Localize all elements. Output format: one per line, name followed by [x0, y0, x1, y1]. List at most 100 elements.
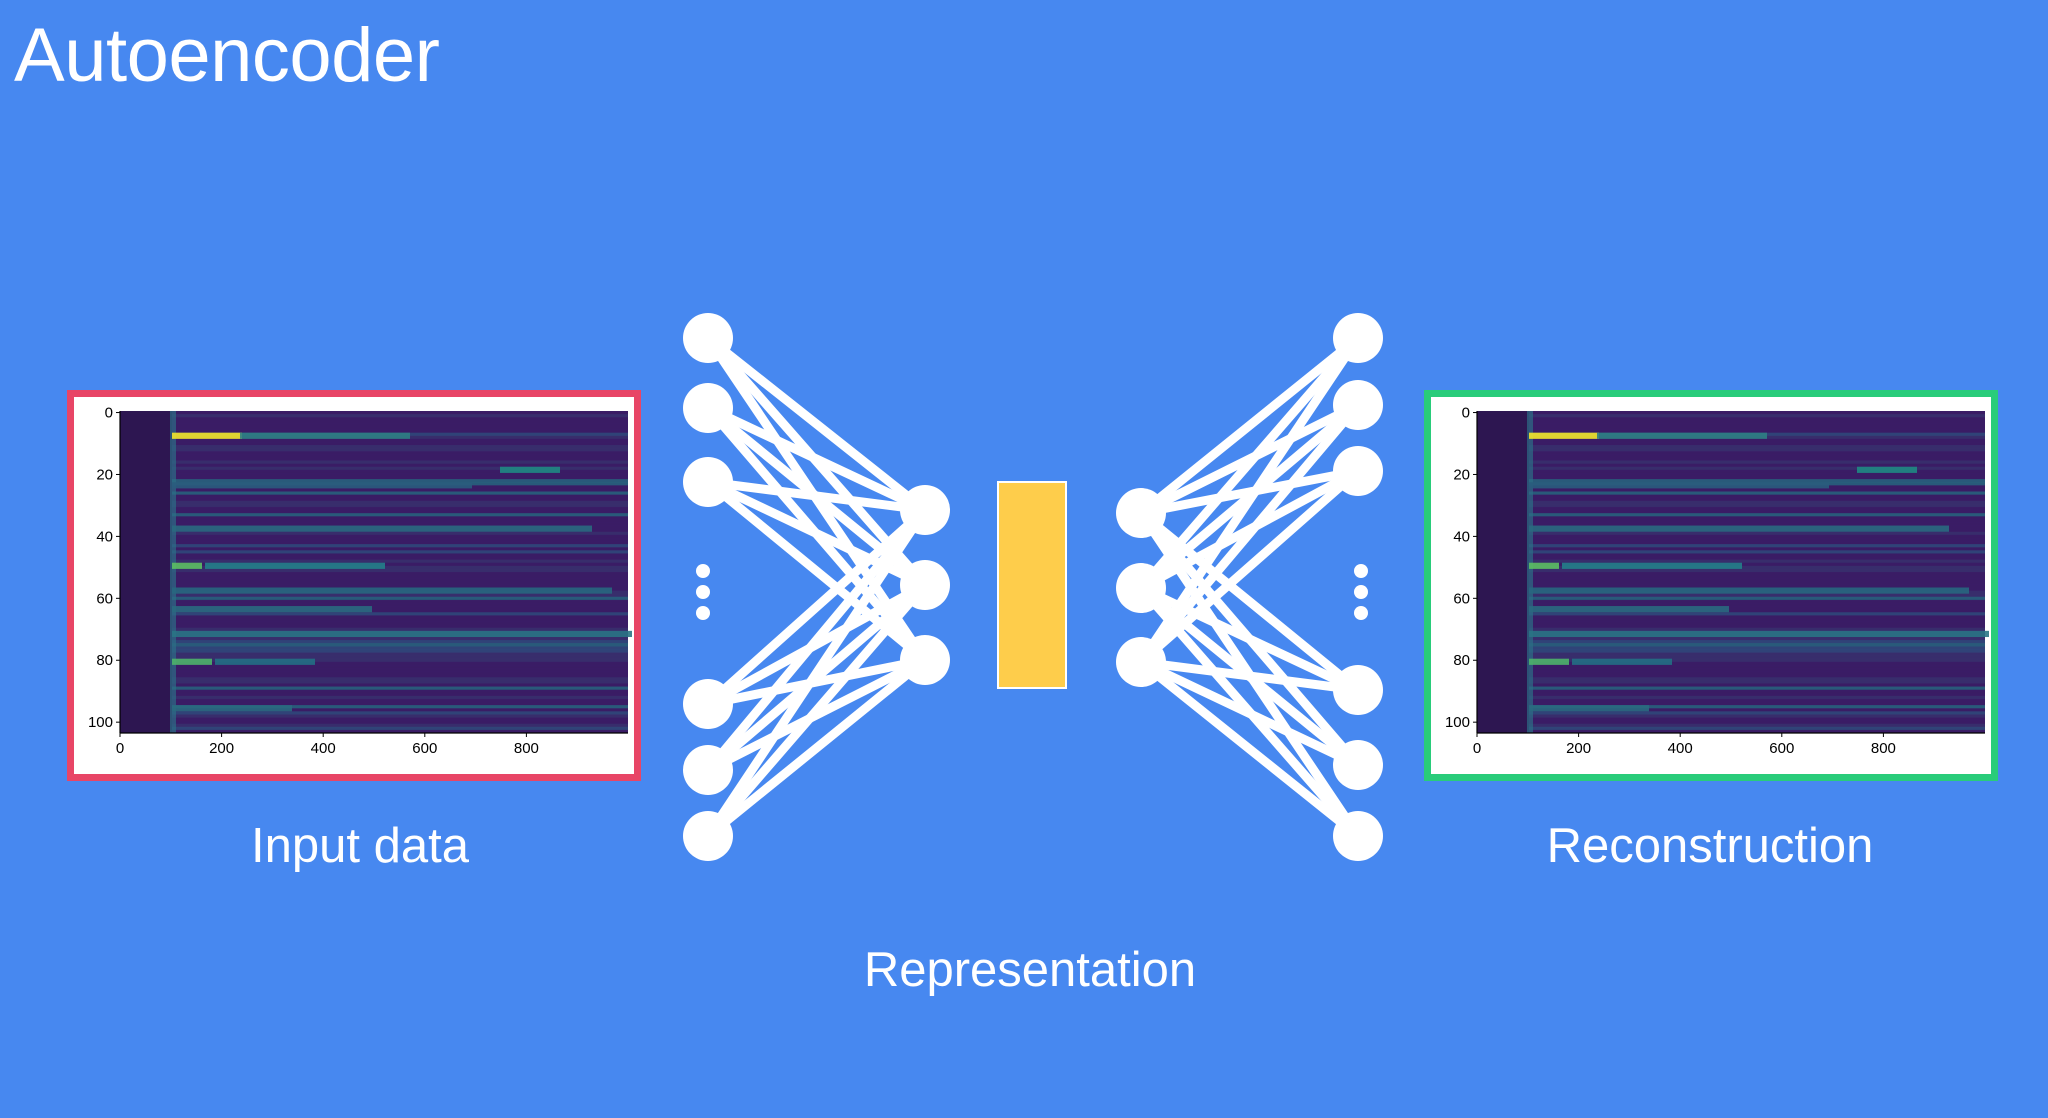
reconstruction-heatmap-streak — [1529, 606, 1729, 613]
reconstruction-heatmap-row — [1529, 491, 1985, 495]
input-heatmap-streak — [240, 432, 410, 439]
reconstruction-heatmap-row — [1529, 562, 1985, 567]
input-heatmap-row — [172, 448, 628, 452]
decoder-ellipsis-dot — [1354, 606, 1368, 620]
reconstruction-heatmap-row — [1529, 469, 1985, 474]
input-heatmap-streak — [172, 658, 212, 665]
input-heatmap-row — [172, 602, 628, 607]
input-y-tick-label: 40 — [96, 528, 113, 545]
input-y-tick-label: 60 — [96, 590, 113, 607]
reconstruction-heatmap-streak — [1529, 525, 1949, 532]
input-heatmap-row — [172, 568, 628, 573]
decoder-hidden-node — [1116, 637, 1166, 687]
reconstruction-heatmap-row — [1529, 531, 1985, 536]
reconstruction-heatmap-row — [1529, 565, 1985, 570]
reconstruction-heatmap-row — [1529, 414, 1985, 418]
reconstruction-heatmap-streak — [1857, 466, 1917, 473]
encoder-input-node — [683, 313, 733, 363]
reconstruction-y-tick-label: 40 — [1453, 528, 1470, 545]
encoder-connection — [703, 477, 930, 515]
input-heatmap-row — [172, 479, 628, 483]
reconstruction-heatmap-row — [1529, 646, 1985, 650]
input-heatmap-row — [172, 689, 628, 694]
input-heatmap-row — [172, 556, 628, 561]
input-heatmap-row — [172, 572, 628, 576]
encoder-input-node — [683, 745, 733, 795]
input-heatmap-row — [172, 531, 628, 536]
encoder-input-node — [683, 383, 733, 433]
reconstruction-heatmap-row — [1529, 593, 1985, 598]
reconstruction-heatmap-row — [1529, 472, 1985, 477]
decoder-connection — [1136, 400, 1363, 667]
reconstruction-heatmap-row — [1529, 581, 1985, 585]
input-heatmap-row — [172, 457, 628, 461]
reconstruction-heatmap-left-band — [1477, 411, 1529, 733]
reconstruction-x-tick-label: 200 — [1566, 740, 1591, 757]
input-heatmap-row — [172, 612, 628, 616]
reconstruction-heatmap-row — [1529, 429, 1985, 434]
input-heatmap-row — [172, 658, 628, 663]
reconstruction-heatmap-row — [1529, 544, 1985, 548]
reconstruction-heatmap-row — [1529, 606, 1985, 610]
reconstruction-heatmap-row — [1529, 438, 1985, 443]
encoder-connection — [703, 505, 930, 709]
reconstruction-heatmap-row — [1529, 584, 1985, 588]
reconstruction-heatmap-row — [1529, 513, 1985, 517]
reconstruction-heatmap-row — [1529, 463, 1985, 468]
slide-title: Autoencoder — [14, 13, 440, 98]
reconstruction-heatmap-streak — [1572, 658, 1672, 665]
reconstruction-heatmap-row — [1529, 541, 1985, 545]
reconstruction-y-tick-label: 20 — [1453, 466, 1470, 483]
input-heatmap-row — [172, 469, 628, 474]
representation-bar — [997, 481, 1067, 689]
reconstruction-heatmap-streak — [1529, 630, 1989, 638]
input-heatmap-row — [172, 547, 628, 551]
reconstruction-heatmap-onset-column — [1527, 411, 1533, 733]
input-heatmap-row — [172, 438, 628, 443]
input-y-tick-label: 100 — [88, 714, 113, 731]
reconstruction-heatmap-streak — [1562, 562, 1742, 569]
input-heatmap-row — [172, 506, 628, 511]
reconstruction-heatmap-row — [1529, 417, 1985, 421]
reconstruction-heatmap-row — [1529, 624, 1985, 629]
reconstruction-heatmap-row — [1529, 686, 1985, 691]
input-heatmap-row — [172, 615, 628, 619]
reconstruction-x-tick-label: 0 — [1473, 740, 1481, 757]
input-heatmap-streak — [172, 705, 292, 712]
reconstruction-heatmap-row — [1529, 714, 1985, 718]
input-heatmap-row — [172, 664, 628, 669]
reconstruction-heatmap-row — [1529, 423, 1985, 427]
decoder-hidden-node — [1116, 488, 1166, 538]
reconstruction-heatmap-row — [1529, 466, 1985, 471]
reconstruction-y-tick-label: 0 — [1462, 405, 1470, 422]
representation-caption: Representation — [863, 943, 1197, 997]
reconstruction-heatmap-row — [1529, 516, 1985, 520]
input-heatmap-row — [172, 698, 628, 703]
reconstruction-heatmap-row — [1529, 537, 1985, 542]
reconstruction-heatmap-row — [1529, 658, 1985, 663]
reconstruction-heatmap-row — [1529, 454, 1985, 458]
input-heatmap-row — [172, 646, 628, 650]
reconstruction-heatmap-row — [1529, 420, 1985, 424]
encoder-ellipsis-dot — [696, 606, 710, 620]
reconstruction-heatmap-streak — [1529, 482, 1829, 489]
input-heatmap-streak — [172, 562, 202, 569]
reconstruction-y-tick-label: 100 — [1445, 714, 1470, 731]
reconstruction-heatmap-streak — [1529, 432, 1599, 439]
input-heatmap-row — [172, 599, 628, 604]
reconstruction-heatmap-row — [1529, 711, 1985, 715]
reconstruction-heatmap-row — [1529, 726, 1985, 731]
input-heatmap-row — [172, 711, 628, 715]
input-heatmap-row — [172, 652, 628, 656]
input-x-tick-label: 600 — [412, 740, 437, 757]
reconstruction-heatmap-row — [1529, 602, 1985, 607]
reconstruction-heatmap-row — [1529, 671, 1985, 675]
reconstruction-heatmap-row — [1529, 655, 1985, 660]
decoder-output-node — [1333, 446, 1383, 496]
reconstruction-heatmap-row — [1529, 652, 1985, 656]
reconstruction-heatmap-row — [1529, 702, 1985, 706]
decoder-connection — [1136, 657, 1363, 770]
input-heatmap-row — [172, 454, 628, 458]
input-heatmap-row — [172, 578, 628, 582]
